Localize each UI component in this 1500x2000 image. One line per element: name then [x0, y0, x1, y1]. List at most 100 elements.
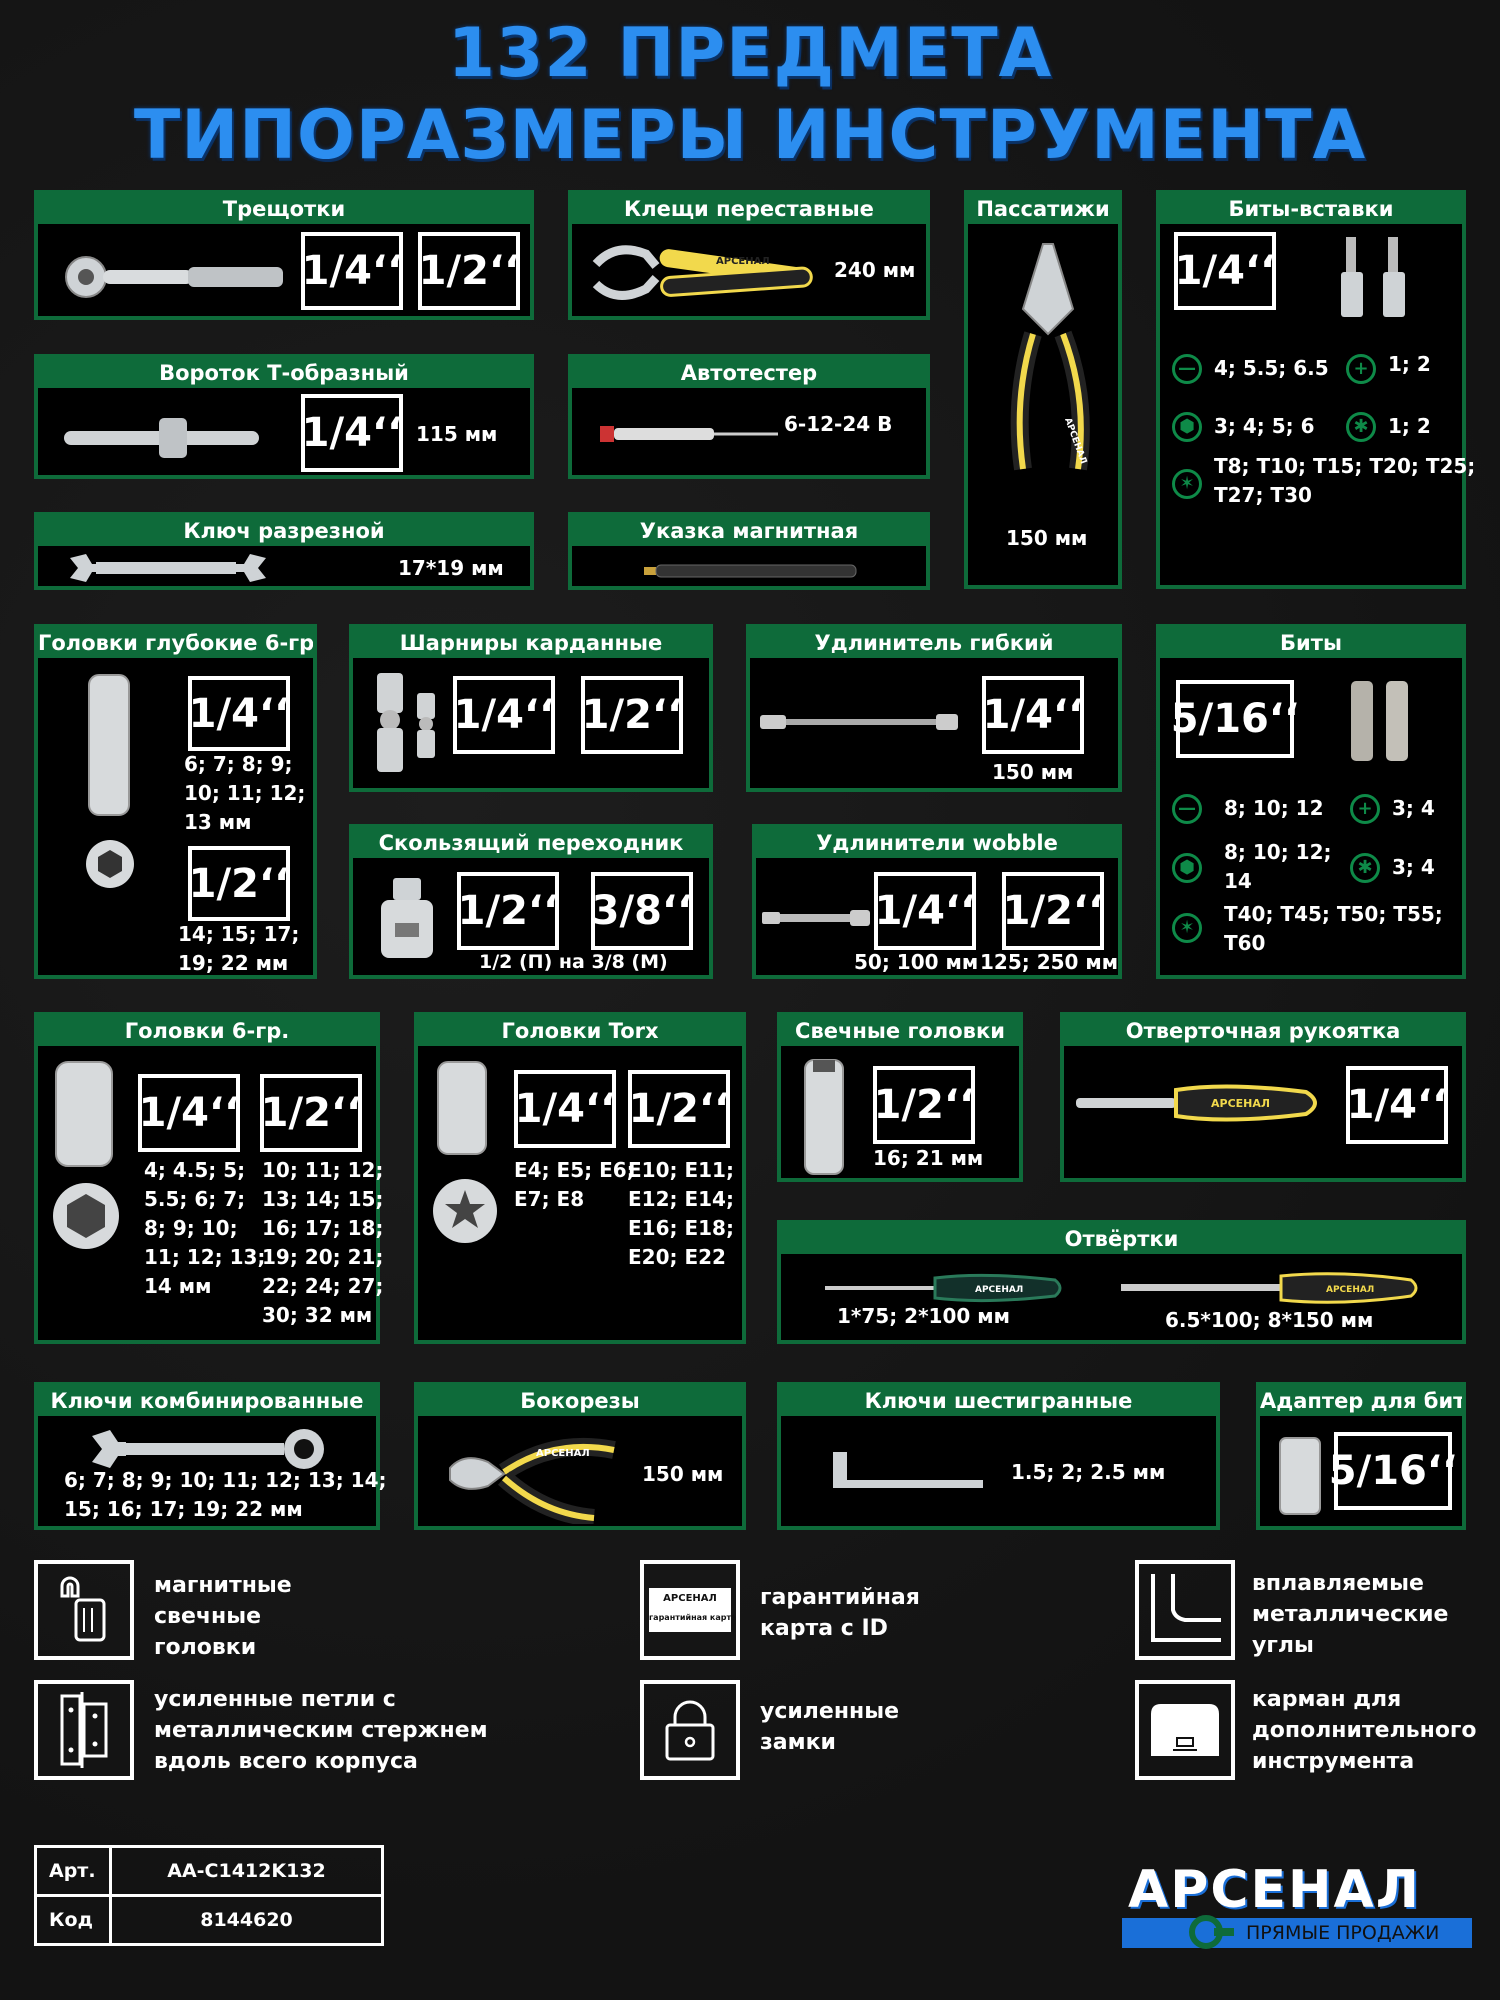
slotted-icon: —	[1172, 354, 1202, 384]
panel-size-text: 1.5; 2; 2.5 мм	[1011, 1460, 1166, 1484]
panel-title: Скользящий переходник	[353, 828, 709, 858]
hex-key-icon	[833, 1452, 983, 1488]
panel-split-wrench: Ключ разрезной 17*19 мм	[34, 512, 534, 590]
phillips-icon: +	[1350, 794, 1380, 824]
side-cutters-brand-text: АРСЕНАЛ	[536, 1448, 590, 1459]
hinge-icon	[60, 1692, 108, 1768]
panel-size-text: 115 мм	[416, 422, 498, 446]
t-handle-icon	[64, 418, 259, 458]
panel-ratchets: Трещотки 1/4‘‘ 1/2‘‘	[34, 190, 534, 320]
autotester-icon	[600, 426, 778, 442]
feature-locks-text: усиленные замки	[760, 1696, 899, 1758]
screwdriver-large-icon: АРСЕНАЛ	[1121, 1272, 1418, 1304]
hex-socket-end-icon	[53, 1183, 119, 1249]
torx-socket-end-icon	[433, 1179, 497, 1243]
panel-title: Удлинители wobble	[756, 828, 1118, 858]
page-title-line2: ТИПОРАЗМЕРЫ ИНСТРУМЕНТА	[133, 96, 1367, 175]
screwdriver-small-brand-text: АРСЕНАЛ	[975, 1285, 1023, 1295]
torx-sizes-1-2-line2: E12; E14;	[628, 1187, 734, 1211]
ratchet-tool-icon	[65, 256, 283, 298]
panel-title: Клещи переставные	[572, 194, 926, 224]
slotted-sizes: 4; 5.5; 6.5	[1214, 356, 1329, 380]
feature-locks-icon	[640, 1680, 740, 1780]
size-box-1-2: 1/2‘‘	[260, 1074, 362, 1152]
flexible-extension-icon	[760, 714, 958, 730]
feature-line: гарантийная	[760, 1585, 920, 1610]
slotted-sizes: 8; 10; 12	[1224, 796, 1324, 820]
pliers-icon: АРСЕНАЛ	[1010, 243, 1090, 471]
torx-sizes-line1: T8; T10; T15; T20; T25;	[1214, 454, 1476, 478]
insert-bits-icon	[1341, 237, 1405, 317]
panel-title: Биты-вставки	[1160, 194, 1462, 224]
hex-socket-icon	[55, 1061, 113, 1167]
size-box-1-4: 1/4‘‘	[982, 676, 1084, 754]
panel-title: Удлинитель гибкий	[750, 628, 1118, 658]
screwdriver-sizes-large: 6.5*100; 8*150 мм	[1165, 1308, 1374, 1332]
feature-line: головки	[154, 1635, 257, 1660]
spark-socket-icon	[804, 1059, 844, 1175]
panel-title: Бокорезы	[418, 1386, 742, 1416]
magnetic-pointer-icon	[644, 564, 857, 578]
hex-icon: ⬢	[1172, 853, 1202, 883]
brand-logo: АРСЕНАЛ ПРЯМЫЕ ПРОДАЖИ	[1122, 1862, 1472, 1952]
panel-title: Шарниры карданные	[353, 628, 709, 658]
feature-line: замки	[760, 1730, 836, 1755]
code-label: Код	[34, 1894, 112, 1946]
panel-size-text: 16; 21 мм	[873, 1146, 984, 1170]
torx-sizes-line2: T27; T30	[1214, 483, 1312, 507]
panel-title: Адаптер для бит	[1260, 1386, 1462, 1416]
feature-line: углы	[1252, 1633, 1314, 1658]
panel-title: Ключи шестигранные	[781, 1386, 1216, 1416]
feature-pocket-icon	[1135, 1680, 1235, 1780]
hex-icon: ⬢	[1172, 412, 1202, 442]
panel-title: Свечные головки	[781, 1016, 1019, 1046]
deep-sizes-1-2-line1: 14; 15; 17;	[178, 922, 300, 946]
warranty-card-icon: АРСЕНАЛ гарантийная карта	[649, 1588, 737, 1632]
torx-socket-icon	[437, 1061, 487, 1155]
panel-hex-keys: Ключи шестигранные 1.5; 2; 2.5 мм	[777, 1382, 1220, 1530]
panel-size-text: 150 мм	[1006, 526, 1088, 550]
size-box-1-4: 1/4‘‘	[1346, 1066, 1448, 1144]
size-box-1-4: 1/4‘‘	[514, 1070, 616, 1148]
panel-adjustable-pliers: Клещи переставные АРСЕНАЛ 240 мм	[568, 190, 930, 320]
wobble-sizes-1-4: 50; 100 мм	[854, 950, 979, 974]
deep-sizes-1-2-line2: 19; 22 мм	[178, 951, 289, 975]
feature-line: инструмента	[1252, 1749, 1415, 1774]
pozidriv-icon: ✱	[1350, 853, 1380, 883]
size-box-1-4: 1/4‘‘	[874, 872, 976, 950]
corner-icon	[1151, 1574, 1221, 1642]
size-box-3-8: 3/8‘‘	[591, 872, 693, 950]
article-value: AA-C1412K132	[109, 1845, 384, 1897]
feature-magnetic-sockets-icon	[34, 1560, 134, 1660]
panel-title: Биты	[1160, 628, 1462, 658]
feature-line: карта с ID	[760, 1616, 888, 1641]
size-box-1-4: 1/4‘‘	[301, 232, 403, 310]
hex-sizes-1-2-line4: 19; 20; 21;	[262, 1245, 384, 1269]
panel-pliers: Пассатижи АРСЕНАЛ 150 мм	[964, 190, 1122, 589]
feature-line: карман для	[1252, 1687, 1402, 1712]
pozidriv-icon: ✱	[1346, 412, 1376, 442]
size-box-1-2: 1/2‘‘	[188, 846, 290, 921]
panel-title: Головки Torx	[418, 1016, 742, 1046]
article-label: Арт.	[34, 1845, 112, 1897]
phillips-icon: +	[1346, 354, 1376, 384]
panel-size-text: 150 мм	[642, 1462, 724, 1486]
adjustable-pliers-icon: АРСЕНАЛ	[592, 245, 813, 300]
hex-sizes-line2: 14	[1224, 869, 1252, 893]
size-box-1-4: 1/4‘‘	[138, 1074, 240, 1152]
deep-sizes-1-4-line1: 6; 7; 8; 9;	[184, 752, 293, 776]
hex-sizes-1-4-line1: 4; 4.5; 5;	[144, 1158, 246, 1182]
panel-insert-bits: Биты-вставки 1/4‘‘ — 4; 5.5; 6.5 + 1; 2 …	[1156, 190, 1475, 589]
wobble-sizes-1-2: 125; 250 мм	[980, 950, 1119, 974]
hex-sizes-1-4-line2: 5.5; 6; 7;	[144, 1187, 246, 1211]
torx-sizes-1-4-line2: E7; E8	[514, 1187, 585, 1211]
feature-line: магнитные	[154, 1573, 292, 1598]
size-box-5-16: 5/16‘‘	[1171, 680, 1299, 758]
bits-icon	[1351, 681, 1408, 761]
panel-autotester: Автотестер 6-12-24 В	[568, 354, 930, 479]
panel-bits: Биты 5/16‘‘ — 8; 10; 12 + 3; 4 ⬢ 8; 10; …	[1156, 624, 1466, 979]
size-box-1-2: 1/2‘‘	[457, 872, 559, 950]
combination-wrench-icon	[92, 1429, 324, 1469]
panel-title: Ключи комбинированные	[38, 1386, 376, 1416]
hex-sizes-1-2-line5: 22; 24; 27;	[262, 1274, 384, 1298]
